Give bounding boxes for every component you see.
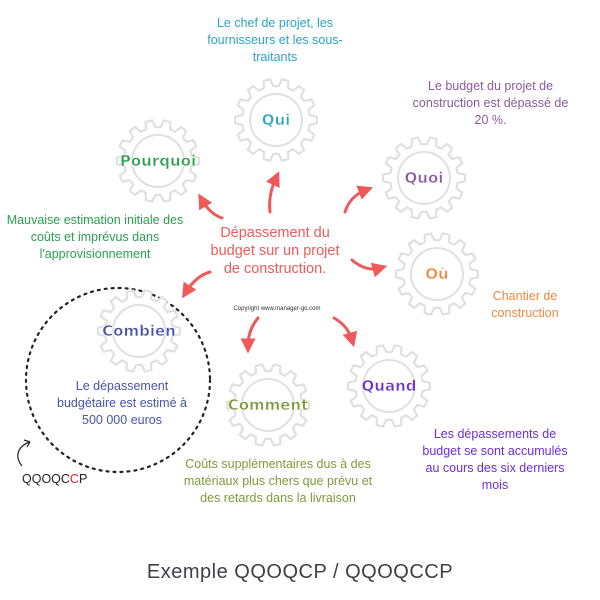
copyright-text: Copyright www.manager-go.com	[233, 306, 321, 312]
gear-comment-inner-ring	[241, 378, 295, 432]
comment-description: Coûts supplémentaires dus à des matériau…	[183, 457, 373, 505]
center-topic: Dépassement du budget sur un projet de c…	[210, 225, 340, 277]
quoi-description: Le budget du projet de construction est …	[412, 79, 569, 127]
gear-ou: Où	[395, 232, 479, 316]
gear-comment-icon	[226, 363, 310, 447]
gear-quand: Quand	[347, 344, 431, 428]
qqoqccp-prefix: QQOQC	[22, 472, 70, 486]
gear-quand-icon	[347, 344, 431, 428]
gear-combien: Combien	[97, 289, 181, 373]
quand-description: Les dépassements de budget se sont accum…	[422, 427, 568, 492]
gear-qui-inner-ring	[249, 93, 303, 147]
gear-quoi-inner-ring	[397, 151, 451, 205]
qqoqccp-label: QQOQCCP	[22, 472, 87, 486]
qqoqccp-suffix: P	[78, 472, 88, 486]
combien-highlight-circle	[24, 286, 212, 474]
footer-title: Exemple QQOQCP / QQOQCCP	[146, 561, 454, 583]
gear-pourquoi-inner-ring	[131, 134, 185, 188]
arrow-to-comment	[240, 316, 260, 354]
arrow-to-pourquoi	[198, 193, 224, 220]
qqoqccp-highlight: C	[69, 472, 79, 486]
qui-description: Le chef de projet, les fournisseurs et l…	[207, 16, 343, 64]
combien-description: Le dépassement budgétaire est estimé à 5…	[57, 379, 187, 427]
arrow-to-combien	[182, 270, 212, 299]
pourquoi-description: Mauvaise estimation initiale des coûts e…	[6, 213, 184, 261]
gear-ou-icon	[395, 232, 479, 316]
arrows	[182, 171, 388, 354]
gear-quoi-label: Quoi	[405, 169, 444, 187]
gear-combien-label: Combien	[102, 322, 176, 340]
gear-comment-label: Comment	[228, 396, 309, 414]
arrow-to-ou	[350, 258, 388, 278]
gear-quand-inner-ring	[362, 359, 416, 413]
arrow-to-quoi	[343, 185, 374, 214]
gear-ou-label: Où	[425, 265, 448, 283]
gear-ou-inner-ring	[410, 247, 464, 301]
arrow-to-qui	[266, 171, 280, 214]
gear-quoi-icon	[382, 136, 466, 220]
gear-comment: Comment	[226, 363, 310, 447]
gear-qui: Qui	[234, 78, 318, 162]
qqoqccp-curve-arrowhead	[23, 439, 31, 448]
arrow-to-quand	[332, 316, 358, 348]
gear-combien-inner-ring	[112, 304, 166, 358]
gear-qui-label: Qui	[262, 111, 291, 129]
gear-quand-label: Quand	[362, 377, 417, 395]
gear-pourquoi: Pourquoi	[116, 119, 200, 203]
gear-pourquoi-icon	[116, 119, 200, 203]
qqoqccp-curve-arrow	[17, 441, 31, 467]
gear-combien-icon	[97, 289, 181, 373]
gear-qui-icon	[234, 78, 318, 162]
gear-quoi: Quoi	[382, 136, 466, 220]
gear-pourquoi-label: Pourquoi	[120, 152, 196, 170]
ou-description: Chantier de construction	[491, 289, 559, 320]
